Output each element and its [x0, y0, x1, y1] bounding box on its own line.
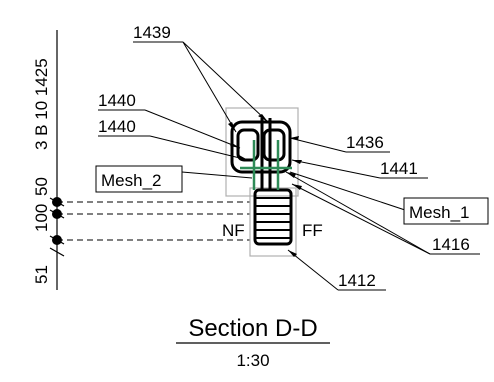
near-face-label: NF — [222, 221, 245, 240]
mesh-1-label: Mesh_1 — [409, 203, 469, 222]
dimension-text-main: 3 B 10 1425 — [32, 58, 51, 150]
callout-1440-lower: 1440 — [98, 117, 136, 136]
section-title: Section D-D — [188, 315, 317, 342]
leader-lines — [98, 41, 480, 291]
dimension-chain: 3 B 10 1425 50 100 51 — [32, 30, 250, 290]
leader-arrowheads — [228, 114, 302, 257]
mesh-bars-green — [240, 140, 292, 190]
mesh-2-label: Mesh_2 — [101, 171, 161, 190]
far-face-label: FF — [302, 221, 323, 240]
mesh-2-tag: Mesh_2 — [95, 165, 183, 193]
callout-1412: 1412 — [338, 271, 376, 290]
callout-1439: 1439 — [133, 23, 171, 42]
dimension-text-51: 51 — [32, 265, 51, 284]
mesh-1-tag: Mesh_1 — [403, 197, 489, 225]
section-scale: 1:30 — [236, 351, 269, 370]
callout-1416: 1416 — [432, 235, 470, 254]
dimension-text-50: 50 — [32, 177, 51, 196]
concrete-outline — [225, 107, 299, 257]
dimension-text-100: 100 — [32, 204, 51, 232]
callout-1436: 1436 — [346, 133, 384, 152]
callout-1440-upper: 1440 — [98, 91, 136, 110]
callout-1441: 1441 — [380, 159, 418, 178]
reinforcement — [230, 118, 293, 246]
